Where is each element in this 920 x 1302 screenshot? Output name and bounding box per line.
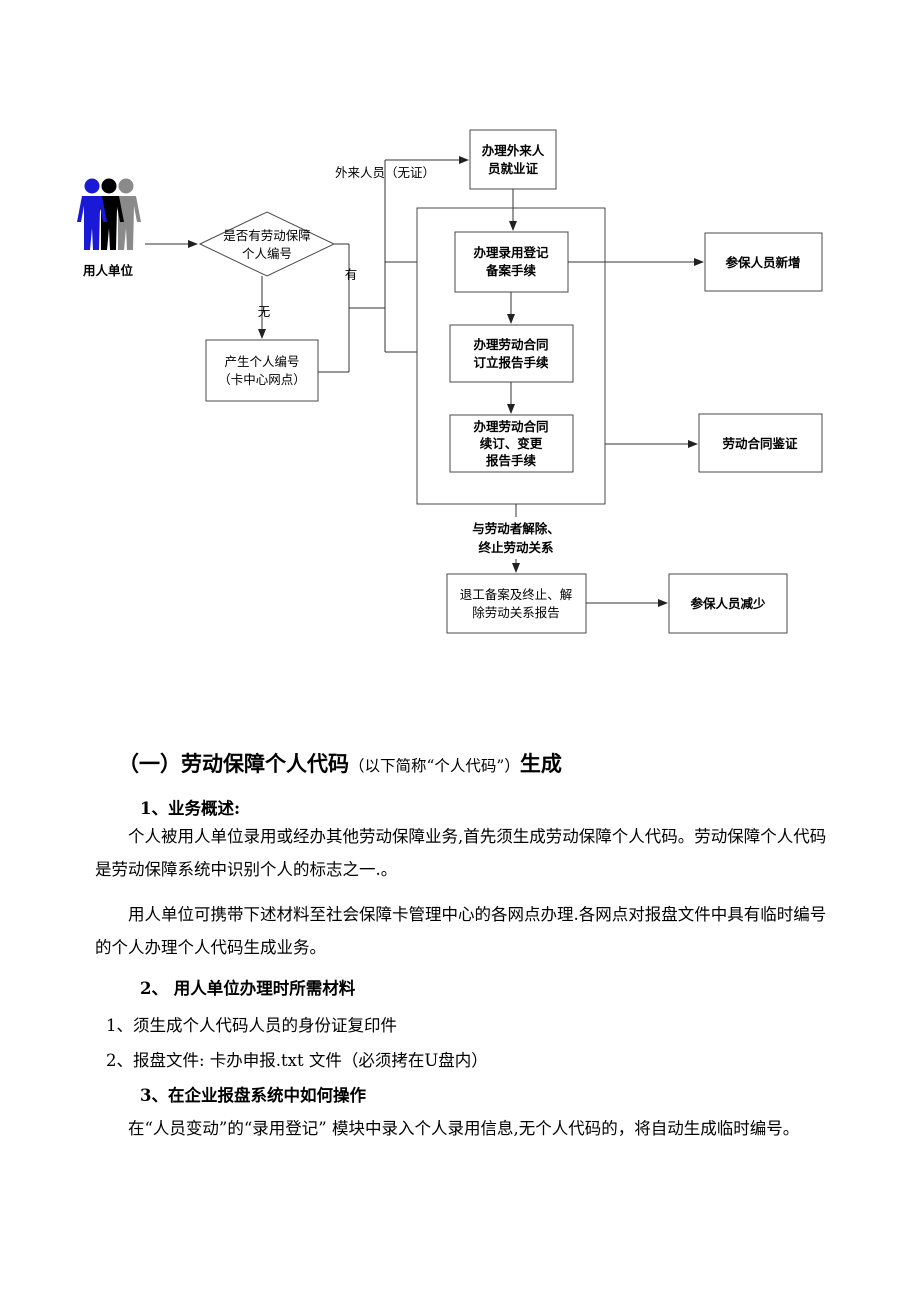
terminate-line1: 与劳动者解除、 [472,521,560,536]
generate-id-box [205,339,319,402]
generate-id-line2: （卡中心网点） [218,372,306,387]
section3-paragraph: 在“人员变动”的“录用登记” 模块中录入个人录用信息,无个人代码的，将自动生成临… [128,1119,800,1138]
section3-heading: 3、在企业报盘系统中如何操作 [140,1086,366,1105]
section1-paragraph-2: 用人单位可携带下述材料至社会保障卡管理中心的各网点办理.各网点对报盘文件中具有临… [95,905,827,957]
people-icon [77,178,141,250]
recruit-line2: 备案手续 [485,263,537,278]
renew-line2: 续订、变更 [480,436,543,451]
section1-paragraph-1: 个人被用人单位录用或经办其他劳动保障业务,首先须生成劳动保障个人代码。劳动保障个… [95,827,827,879]
contract-verify-box [698,413,823,473]
retire-line1: 退工备案及终止、解 [460,587,573,602]
contract-verify-label: 劳动合同鉴证 [722,436,798,451]
insured-reduce-box [668,573,788,634]
contract-renewal-box [449,414,574,473]
section1-heading: 1、业务概述: [140,799,241,818]
section2-heading: 2、 用人单位办理时所需材料 [140,979,356,998]
retire-report-box [446,573,587,634]
insured-reduce-label: 参保人员减少 [690,596,766,611]
work-permit-line2: 员就业证 [488,161,539,176]
section2-item-2: 2、报盘文件: 卡办申报.txt 文件（必须拷在U盘内） [106,1051,488,1070]
decision-line1: 是否有劳动保障 [223,228,311,243]
edge-no-label: 无 [258,304,271,319]
employer-label: 用人单位 [82,263,134,278]
retire-line2: 除劳动关系报告 [472,605,560,620]
edge-yes-label: 有 [345,267,358,282]
contract-line1: 办理劳动合同 [473,337,548,352]
title-main: （一）劳动保障个人代码 [118,751,349,776]
title-small: （以下简称“个人代码”） [349,757,520,775]
recruit-registration-box [454,231,569,293]
decision-line2: 个人编号 [242,246,292,261]
section-title: （一）劳动保障个人代码（以下简称“个人代码”）生成 [118,748,562,778]
decision-diamond [198,211,336,277]
insured-add-box [704,232,823,292]
contract-signing-box [449,324,574,383]
work-permit-line1: 办理外来人 [482,143,545,158]
edge-outsider-label: 外来人员（无证） [335,165,435,180]
insured-add-label: 参保人员新增 [725,255,800,270]
process-flowchart: 用人单位 是否有劳动保障 个人编号 无 产生个人编号 （卡中心网点） 有 外来人… [77,129,823,634]
recruit-line1: 办理录用登记 [473,245,549,260]
contract-line2: 订立报告手续 [473,355,549,370]
section2-item-1: 1、须生成个人代码人员的身份证复印件 [106,1016,397,1035]
renew-line3: 报告手续 [486,453,537,468]
title-end: 生成 [519,751,562,776]
work-permit-box [469,129,557,190]
generate-id-line1: 产生个人编号 [224,354,299,369]
renew-line1: 办理劳动合同 [473,419,548,434]
terminate-line2: 终止劳动关系 [478,540,554,555]
